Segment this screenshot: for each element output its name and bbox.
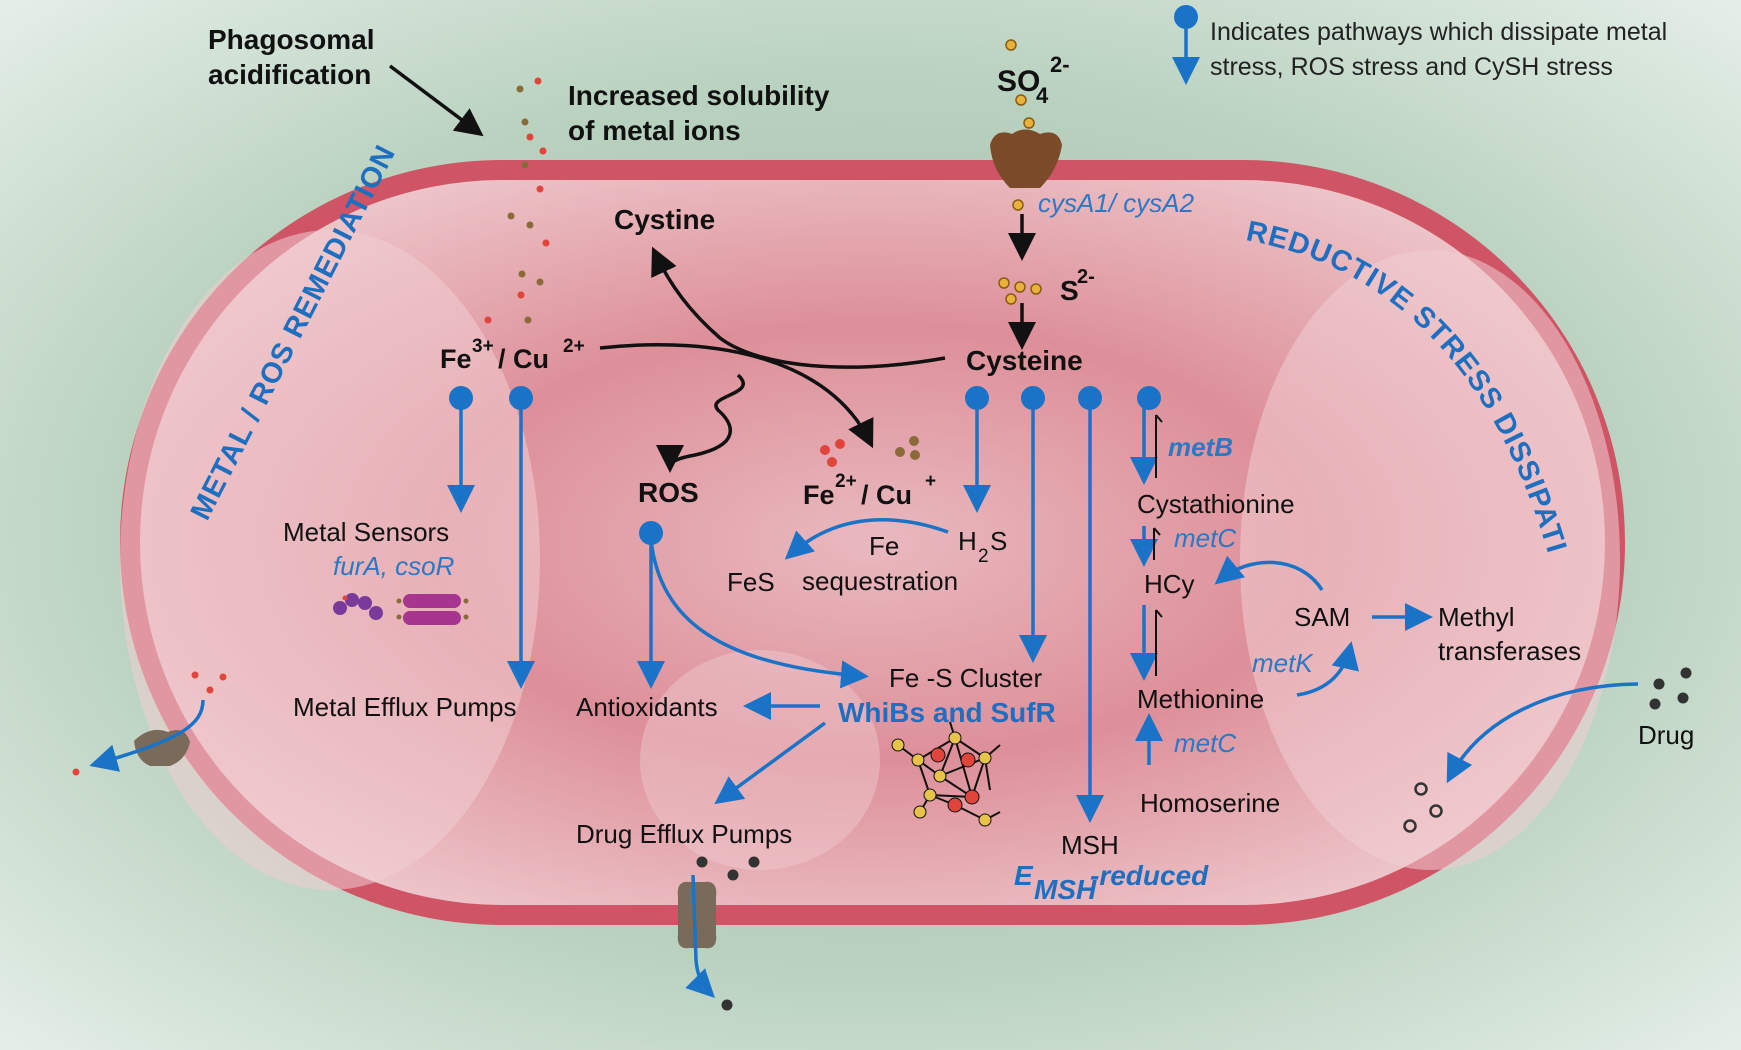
- svg-text:S: S: [1060, 275, 1079, 306]
- phagosomal-label-line1: Phagosomal: [208, 24, 374, 55]
- h2s-label: H 2 S: [958, 526, 1007, 567]
- ros-label: ROS: [638, 477, 699, 508]
- whibs-to-drug-efflux-arrow: [714, 721, 827, 805]
- transporter-icon: [990, 129, 1062, 188]
- svg-text:SO: SO: [997, 65, 1040, 98]
- svg-text:-reduced: -reduced: [1090, 860, 1209, 891]
- metK-label: metK: [1252, 648, 1314, 678]
- svg-text:Fe: Fe: [440, 344, 472, 374]
- acidification-arrow: [388, 64, 484, 137]
- metal-export-arrow: [89, 699, 205, 772]
- cysteine-label: Cysteine: [966, 345, 1083, 376]
- phagosomal-label-line2: acidification: [208, 59, 371, 90]
- drug-efflux-label: Drug Efflux Pumps: [576, 819, 792, 849]
- metC-label-2: metC: [1174, 728, 1236, 758]
- svg-text:3+: 3+: [472, 336, 494, 357]
- cysteine-to-cystine-arrow: [651, 246, 946, 369]
- sam-to-hcy-arrow: [1214, 555, 1324, 591]
- fe2-ion-dots: [820, 436, 920, 467]
- metB-label: metB: [1168, 432, 1233, 462]
- drug-entry-arrow: [1446, 682, 1639, 784]
- svg-text:/ Cu: / Cu: [861, 480, 912, 510]
- solubility-label-line2: of metal ions: [568, 115, 741, 146]
- drug-dots-outside: [1649, 667, 1692, 710]
- drug-export-arrow: [685, 874, 715, 998]
- efflux-pump-icon: [134, 729, 190, 766]
- cystine-label: Cystine: [614, 204, 715, 235]
- metC-label-1: metC: [1174, 523, 1236, 553]
- drug-dots-inside: [1403, 782, 1443, 833]
- methionine-label: Methionine: [1137, 684, 1264, 714]
- methyl-label-line2: transferases: [1438, 636, 1581, 666]
- metal-efflux-label: Metal Efflux Pumps: [293, 692, 517, 722]
- svg-text:Fe: Fe: [803, 480, 835, 510]
- h2s-pathway: [963, 386, 991, 513]
- svg-text:H: H: [958, 526, 977, 556]
- svg-text:MSH: MSH: [1034, 874, 1097, 905]
- homoserine-label: Homoserine: [1140, 788, 1280, 818]
- legend-text-line2: stress, ROS stress and CySH stress: [1210, 53, 1613, 81]
- msh-pathway: [1076, 386, 1104, 823]
- fe2-cu1-label: Fe 2+ / Cu +: [803, 471, 936, 510]
- svg-text:+: +: [925, 471, 936, 492]
- svg-text:/ Cu: / Cu: [498, 344, 549, 374]
- sulfate-dots: [1005, 39, 1035, 211]
- svg-text:4: 4: [1036, 83, 1049, 108]
- sulfide-label: S 2-: [1060, 266, 1095, 306]
- svg-text:S: S: [990, 526, 1007, 556]
- h2s-to-fes-arrow: [784, 517, 949, 560]
- drug-efflux-pump: [677, 881, 717, 949]
- metal-sensor-pathway: [447, 386, 475, 513]
- cytoplasm-highlight-right: [1240, 250, 1620, 870]
- metC-arrow-1: [1130, 526, 1161, 567]
- solubility-label-line1: Increased solubility: [568, 80, 830, 111]
- blue-pin-arrow-icon: [1172, 5, 1200, 85]
- ros-pathway: [637, 521, 869, 689]
- fe-sequestration-label-line2: sequestration: [802, 566, 958, 596]
- legend-text-line1: Indicates pathways which dissipate metal: [1210, 18, 1667, 46]
- fes-cluster-pathway: [1019, 386, 1047, 663]
- svg-text:2-: 2-: [1050, 52, 1070, 77]
- cysA-label: cysA1/ cysA2: [1038, 188, 1195, 218]
- sam-label: SAM: [1294, 602, 1350, 632]
- drug-label: Drug: [1638, 720, 1694, 750]
- msh-label: MSH: [1061, 830, 1119, 860]
- sulfide-dots: [998, 277, 1042, 305]
- antioxidants-label: Antioxidants: [576, 692, 718, 722]
- svg-text:2-: 2-: [1077, 266, 1095, 288]
- hcy-label: HCy: [1144, 569, 1195, 599]
- fe3-cu2-label: Fe 3+ / Cu 2+: [440, 336, 585, 374]
- metal-efflux-pathway: [507, 386, 535, 689]
- cytoplasm-highlight-left: [120, 230, 540, 890]
- sensor-genes-label: furA, csoR: [333, 551, 454, 581]
- drug-export-dots: [696, 856, 760, 1011]
- metB-pathway: [1130, 386, 1163, 485]
- whibs-label: WhiBs and SufR: [838, 697, 1056, 728]
- fe-sequestration-label-line1: Fe: [869, 531, 899, 561]
- metal-sensors-label: Metal Sensors: [283, 517, 449, 547]
- svg-text:2: 2: [978, 546, 989, 567]
- legend: Indicates pathways which dissipate metal…: [1172, 5, 1667, 85]
- emsh-label: E MSH -reduced: [1014, 860, 1209, 905]
- hcy-methionine-arrow: [1130, 605, 1163, 681]
- fe-s-cluster-icon: [891, 721, 1001, 827]
- fes-label: FeS: [727, 567, 775, 597]
- svg-text:2+: 2+: [835, 471, 857, 492]
- sulfate-label: SO 4 2-: [997, 52, 1070, 108]
- methyl-label-line1: Methyl: [1438, 602, 1515, 632]
- metal-export-dots: [72, 671, 227, 776]
- fes-cluster-label: Fe -S Cluster: [889, 663, 1042, 693]
- svg-text:E: E: [1014, 860, 1034, 891]
- metal-ion-dots: [484, 77, 550, 324]
- cystathionine-label: Cystathionine: [1137, 489, 1295, 519]
- ros-generation-arrow: [656, 373, 745, 473]
- protein-icon: [333, 593, 469, 625]
- svg-text:2+: 2+: [563, 336, 585, 357]
- methionine-to-sam-arrow: [1296, 641, 1359, 697]
- fe3-to-fe2-arrow: [599, 343, 874, 449]
